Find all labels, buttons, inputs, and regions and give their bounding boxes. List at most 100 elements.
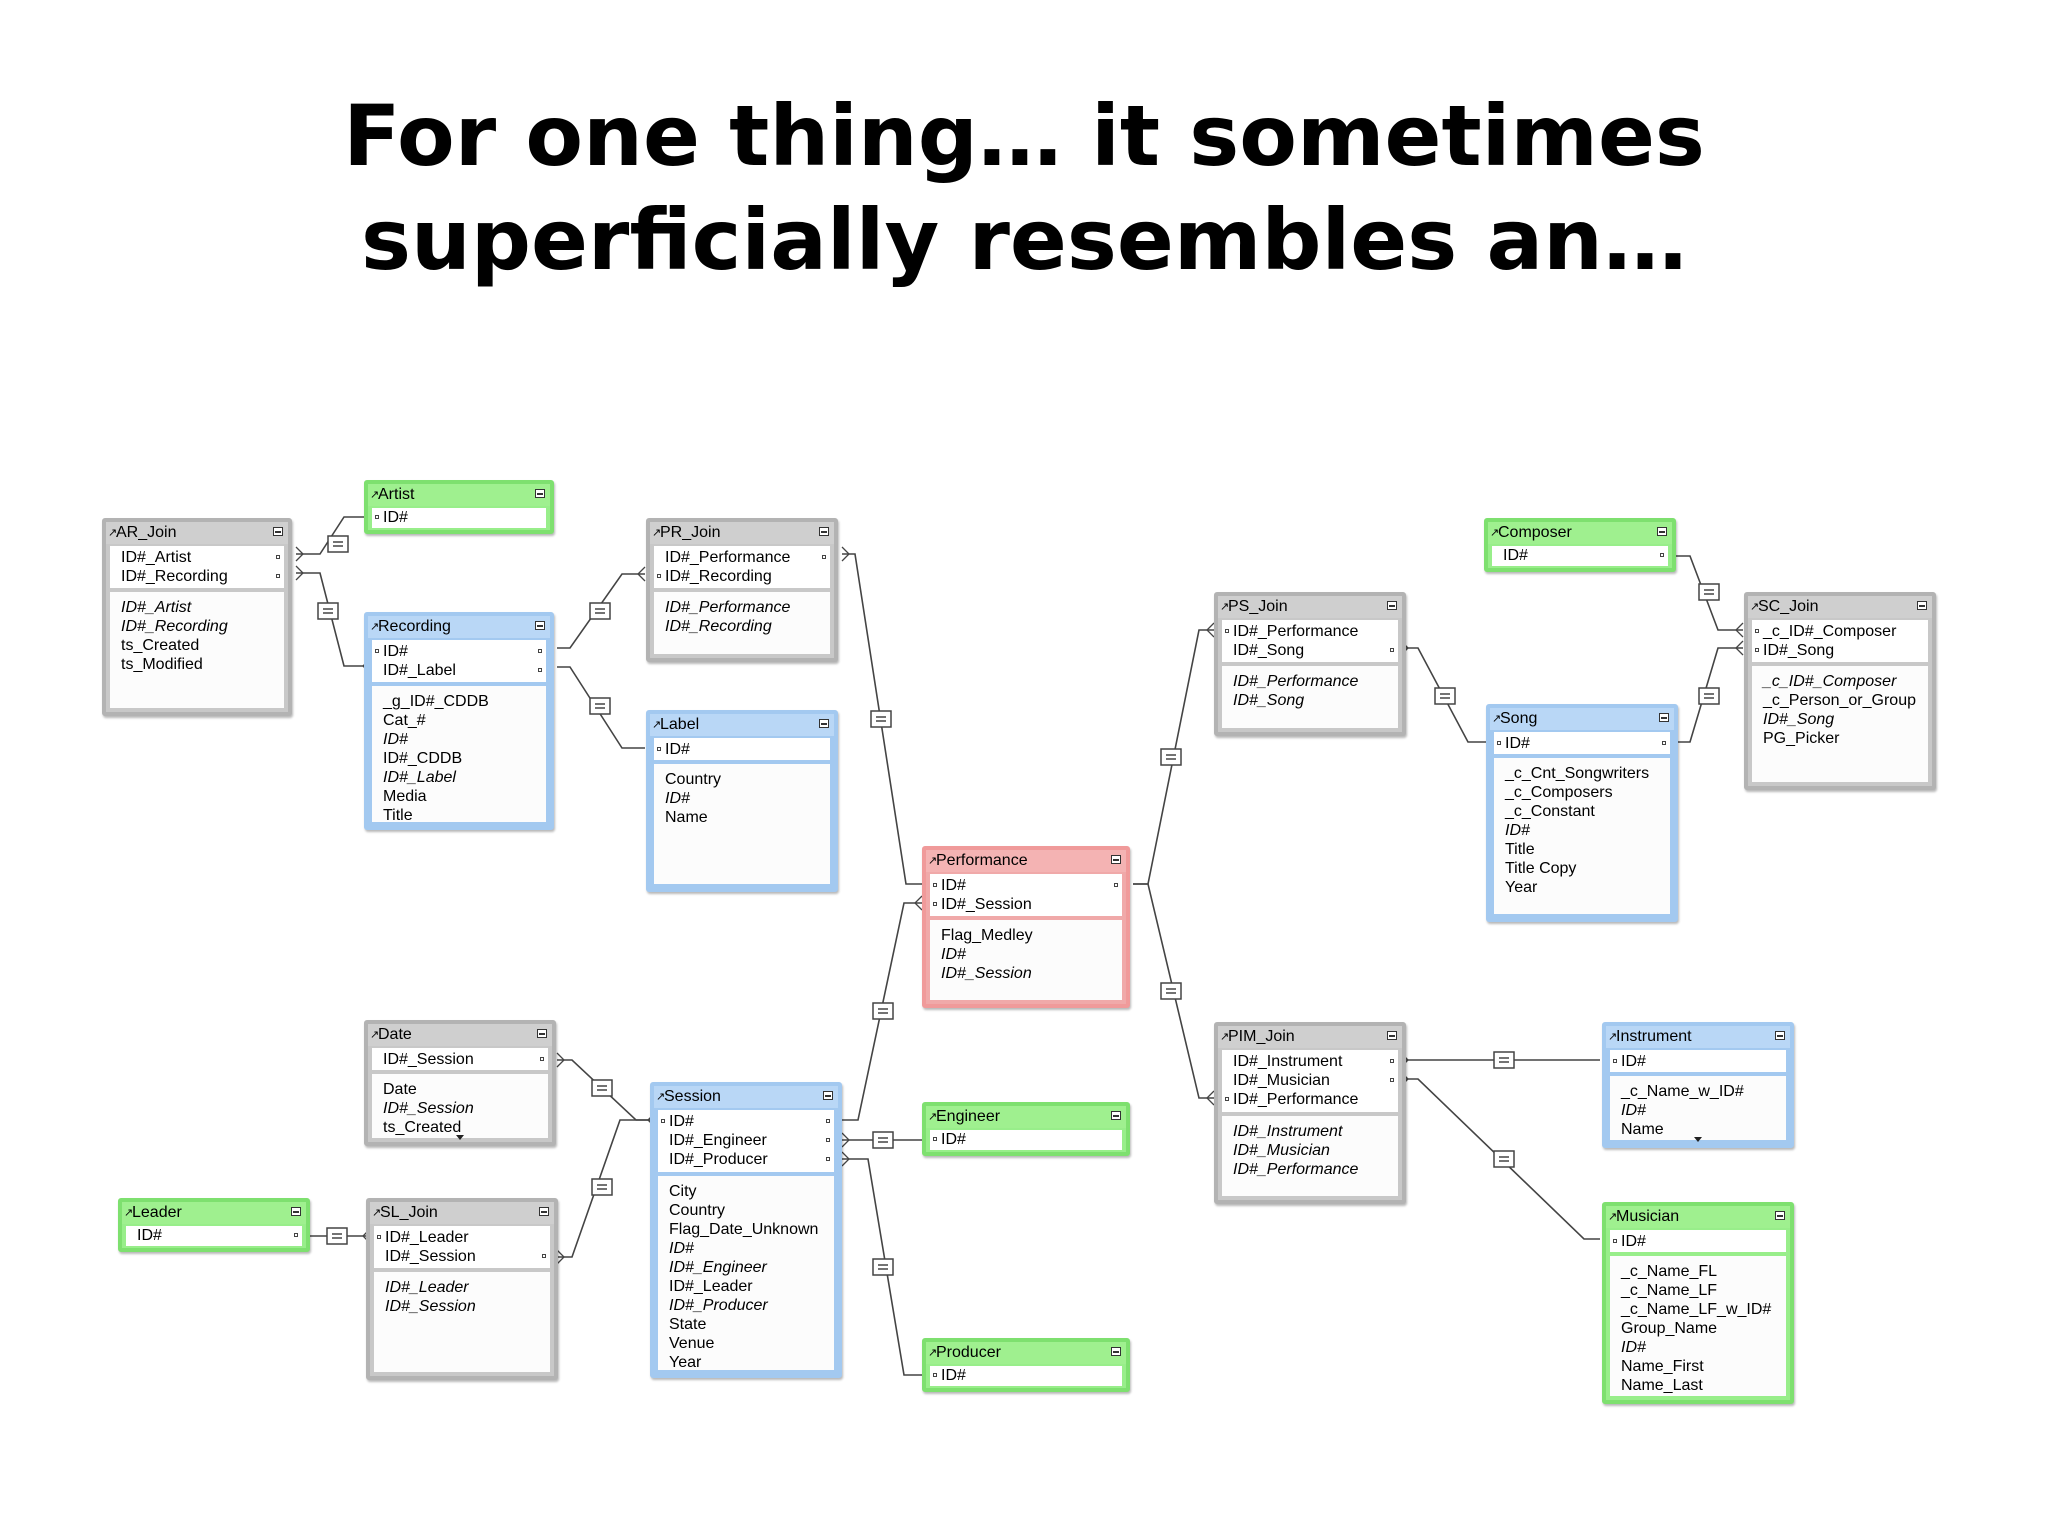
key-field[interactable]: ID#_Session [930,895,1122,914]
field[interactable]: Flag_Medley [941,927,1033,944]
table-header[interactable]: ↗Leader [122,1202,306,1224]
key-field[interactable]: ID# [1494,734,1670,753]
field[interactable]: ID#_Artist [121,599,192,616]
key-field[interactable]: ID# [372,508,546,527]
table-performance[interactable]: ↗Performance ID# ID#_Session Flag_Medley… [922,846,1130,1008]
field[interactable]: ID#_Label [383,769,456,786]
field[interactable]: Title [383,807,413,824]
field[interactable]: ID# [665,790,690,807]
key-field[interactable]: ID#_Label [372,661,546,680]
key-field[interactable]: _c_ID#_Composer [1752,622,1928,641]
field[interactable]: ts_Created [121,637,200,654]
field[interactable]: ID# [941,946,966,963]
field[interactable]: ID#_Song [1233,692,1305,709]
field[interactable]: ID#_Leader [669,1278,753,1295]
table-header[interactable]: ↗PS_Join [1218,596,1402,618]
field[interactable]: ID#_Engineer [669,1259,767,1276]
collapse-icon[interactable] [823,1091,833,1100]
field[interactable]: ID#_CDDB [383,750,463,767]
collapse-icon[interactable] [1659,713,1669,722]
table-engineer[interactable]: ↗Engineer ID# [922,1102,1130,1156]
field[interactable]: ID# [1621,1339,1646,1356]
table-header[interactable]: ↗PR_Join [650,522,834,544]
field[interactable]: Name_Last [1621,1377,1703,1394]
key-field[interactable]: ID#_Session [372,1050,548,1069]
collapse-icon[interactable] [1657,527,1667,536]
table-sl-join[interactable]: ↗SL_Join ID#_Leader ID#_Session ID#_Lead… [366,1198,558,1380]
key-field[interactable]: ID# [654,740,830,759]
collapse-icon[interactable] [291,1207,301,1216]
collapse-icon[interactable] [1775,1031,1785,1040]
field[interactable]: Year [1505,879,1538,896]
field[interactable]: ts_Modified [121,656,203,673]
table-header[interactable]: ↗Producer [926,1342,1126,1364]
key-field[interactable]: ID#_Artist [110,548,284,567]
key-field[interactable]: ID# [126,1226,302,1245]
collapse-icon[interactable] [1111,1347,1121,1356]
table-recording[interactable]: ↗Recording ID# ID#_Label _g_ID#_CDDB Cat… [364,612,554,830]
collapse-icon[interactable] [819,719,829,728]
key-field[interactable]: ID#_Producer [658,1150,834,1169]
table-ar-join[interactable]: ↗AR_Join ID#_Artist ID#_Recording ID#_Ar… [102,518,292,716]
field[interactable]: Venue [669,1335,715,1352]
table-producer[interactable]: ↗Producer ID# [922,1338,1130,1392]
field[interactable]: Media [383,788,427,805]
collapse-icon[interactable] [1917,601,1927,610]
table-sc-join[interactable]: ↗SC_Join _c_ID#_Composer ID#_Song _c_ID#… [1744,592,1936,790]
table-date[interactable]: ↗Date ID#_Session Date ID#_Session ts_Cr… [364,1020,556,1146]
key-field[interactable]: ID#_Instrument [1222,1052,1398,1071]
table-ps-join[interactable]: ↗PS_Join ID#_Performance ID#_Song ID#_Pe… [1214,592,1406,736]
collapse-icon[interactable] [1387,601,1397,610]
field[interactable]: ts_Created [383,1119,462,1136]
key-field[interactable]: ID#_Session [374,1247,550,1266]
table-header[interactable]: ↗Date [368,1024,552,1046]
field[interactable]: ID# [1621,1102,1646,1119]
key-field[interactable]: ID# [372,642,546,661]
field[interactable]: _g_ID#_CDDB [383,693,489,710]
field[interactable]: Country [669,1202,726,1219]
key-field[interactable]: ID# [1610,1232,1786,1251]
key-field[interactable]: ID#_Performance [1222,1090,1398,1109]
field[interactable]: Name [665,809,708,826]
key-field[interactable]: ID#_Song [1222,641,1398,660]
key-field[interactable]: ID#_Engineer [658,1131,834,1150]
table-composer[interactable]: ↗Composer ID# [1484,518,1676,572]
table-header[interactable]: ↗AR_Join [106,522,288,544]
field[interactable]: ID#_Musician [1233,1142,1330,1159]
collapse-icon[interactable] [537,1029,547,1038]
key-field[interactable]: ID#_Performance [1222,622,1398,641]
field[interactable]: _c_Name_LF [1621,1282,1718,1299]
field[interactable]: ID#_Performance [1233,1161,1359,1178]
field[interactable]: _c_Cnt_Songwriters [1505,765,1650,782]
field[interactable]: _c_Name_LF_w_ID# [1621,1301,1772,1318]
collapse-icon[interactable] [1387,1031,1397,1040]
table-header[interactable]: ↗SC_Join [1748,596,1932,618]
collapse-icon[interactable] [273,527,283,536]
key-field[interactable]: ID#_Recording [110,567,284,586]
field[interactable]: ID# [1505,822,1530,839]
key-field[interactable]: ID# [930,1366,1122,1385]
key-field[interactable]: ID#_Performance [654,548,830,567]
table-song[interactable]: ↗Song ID# _c_Cnt_Songwriters _c_Composer… [1486,704,1678,922]
table-pr-join[interactable]: ↗PR_Join ID#_Performance ID#_Recording I… [646,518,838,662]
field[interactable]: Year [669,1354,702,1371]
field[interactable]: Country [665,771,722,788]
field[interactable]: ID#_Recording [665,618,772,635]
field[interactable]: ID#_Instrument [1233,1123,1343,1140]
collapse-icon[interactable] [1775,1211,1785,1220]
table-header[interactable]: ↗Performance [926,850,1126,872]
field[interactable]: PG_Picker [1763,730,1840,747]
key-field[interactable]: ID# [1492,546,1668,565]
key-field[interactable]: ID#_Leader [374,1228,550,1247]
table-pim-join[interactable]: ↗PIM_Join ID#_Instrument ID#_Musician ID… [1214,1022,1406,1204]
collapse-icon[interactable] [1111,1111,1121,1120]
key-field[interactable]: ID# [658,1112,834,1131]
collapse-icon[interactable] [1111,855,1121,864]
field[interactable]: ID#_Producer [669,1297,768,1314]
table-header[interactable]: ↗Session [654,1086,838,1108]
field[interactable]: Group_Name [1621,1320,1718,1337]
table-header[interactable]: ↗Instrument [1606,1026,1790,1048]
table-leader[interactable]: ↗Leader ID# [118,1198,310,1252]
table-artist[interactable]: ↗Artist ID# [364,480,554,534]
scroll-down-icon[interactable] [456,1135,464,1140]
